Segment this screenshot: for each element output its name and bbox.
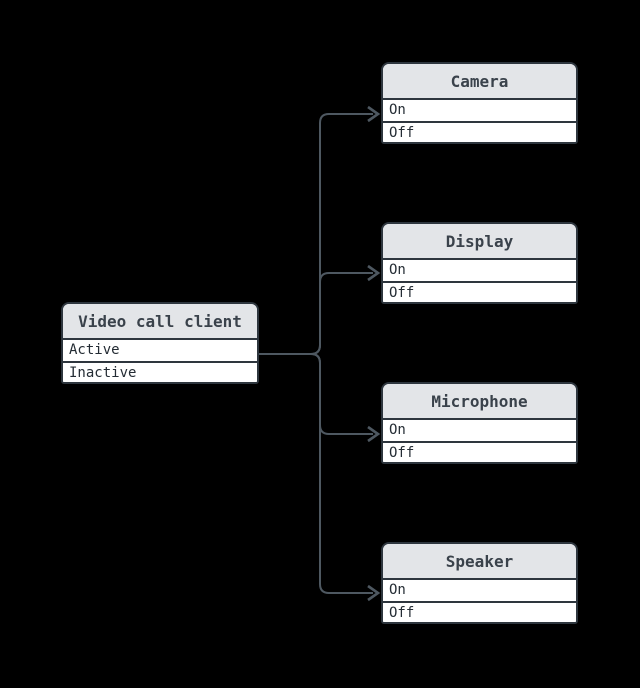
- node-title: Microphone: [383, 384, 576, 420]
- connector-display: [259, 272, 373, 355]
- node-row-on: On: [383, 260, 576, 281]
- node-row-off: Off: [383, 441, 576, 462]
- node-title: Display: [383, 224, 576, 260]
- node-microphone: Microphone On Off: [381, 382, 578, 464]
- node-title: Speaker: [383, 544, 576, 580]
- node-title: Camera: [383, 64, 576, 100]
- arrowhead-microphone-icon: [367, 425, 381, 443]
- node-row-off: Off: [383, 121, 576, 142]
- node-row-inactive: Inactive: [63, 361, 257, 382]
- node-row-active: Active: [63, 340, 257, 361]
- node-camera: Camera On Off: [381, 62, 578, 144]
- arrowhead-camera-icon: [367, 105, 381, 123]
- node-row-on: On: [383, 580, 576, 601]
- connector-camera: [259, 113, 373, 355]
- connector-microphone: [259, 353, 373, 435]
- node-video-call-client: Video call client Active Inactive: [61, 302, 259, 384]
- node-speaker: Speaker On Off: [381, 542, 578, 624]
- node-title: Video call client: [63, 304, 257, 340]
- node-row-on: On: [383, 100, 576, 121]
- node-row-on: On: [383, 420, 576, 441]
- node-row-off: Off: [383, 281, 576, 302]
- arrowhead-display-icon: [367, 264, 381, 282]
- node-row-off: Off: [383, 601, 576, 622]
- arrowhead-speaker-icon: [367, 584, 381, 602]
- node-display: Display On Off: [381, 222, 578, 304]
- connector-speaker: [259, 353, 373, 594]
